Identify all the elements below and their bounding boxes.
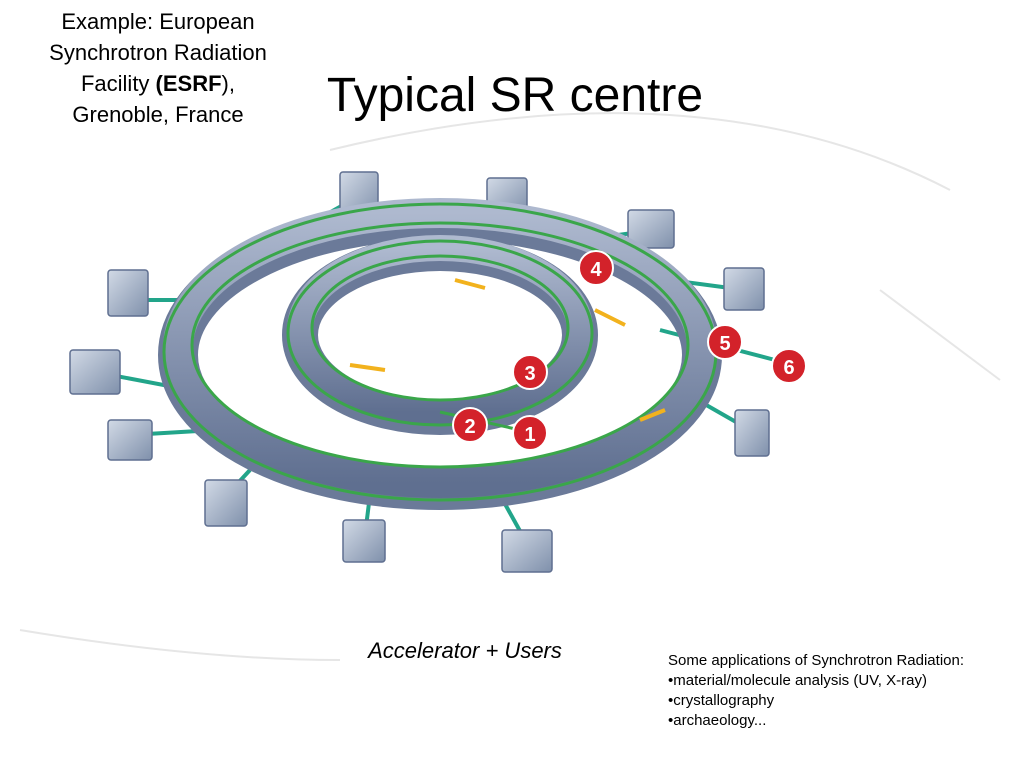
svg-text:1: 1 [524, 424, 535, 446]
caption-line-1: Example: European [61, 9, 255, 34]
svg-text:4: 4 [590, 259, 602, 281]
storage-ring [158, 198, 722, 510]
diagram-caption: Accelerator + Users [368, 638, 562, 663]
svg-text:6: 6 [783, 357, 794, 379]
marker-4: 4 [578, 250, 614, 286]
marker-2: 2 [452, 407, 488, 443]
applications-list: Some applications of Synchrotron Radiati… [668, 651, 1013, 731]
caption-line-3-prefix: Facility [80, 71, 156, 96]
caption-line-3: Facility (ESRF), [18, 68, 298, 99]
caption-esrf: (ESRF [155, 71, 222, 96]
marker-5: 5 [707, 324, 743, 360]
marker-6: 6 [771, 348, 807, 384]
svg-text:3: 3 [524, 363, 535, 385]
slide-title: Typical SR centre [326, 69, 704, 122]
applications-heading: Some applications of Synchrotron Radiati… [668, 652, 965, 669]
svg-text:2: 2 [464, 416, 475, 438]
application-item: •archaeology... [668, 712, 767, 729]
caption-line-2: Synchrotron Radiation [49, 40, 267, 65]
application-item: •crystallography [668, 692, 775, 709]
facility-caption: Example: European Synchrotron Radiation … [18, 6, 298, 130]
marker-1: 1 [512, 415, 548, 451]
booster-ring [282, 235, 598, 435]
direction-arrows [349, 278, 666, 422]
caption-line-4: Grenoble, France [72, 102, 244, 127]
caption-line-3-suffix: ), [221, 71, 235, 96]
svg-text:5: 5 [719, 333, 730, 355]
application-item: •material/molecule analysis (UV, X-ray) [668, 672, 927, 689]
marker-3: 3 [512, 354, 548, 390]
background-sweep [19, 112, 1001, 661]
